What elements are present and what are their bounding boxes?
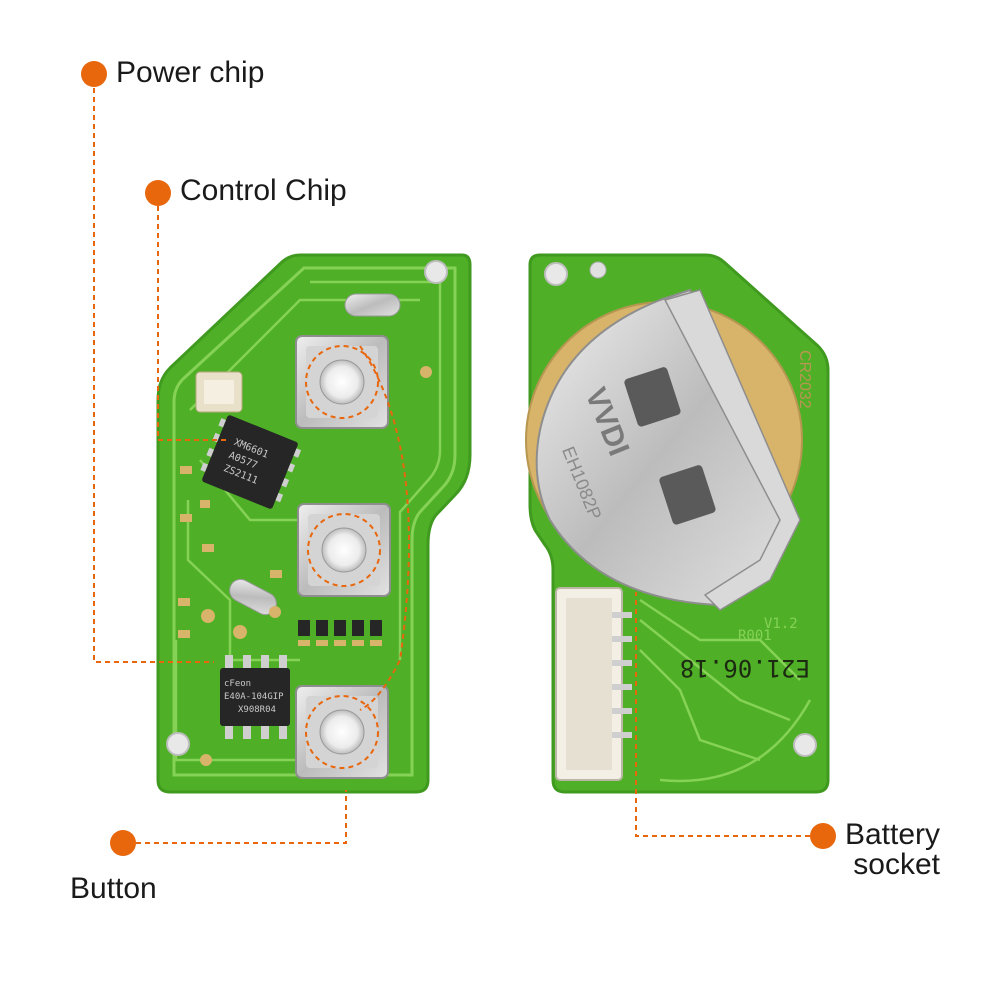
connector-socket bbox=[555, 587, 632, 781]
pcb-date-code: E21.06.18 bbox=[680, 654, 810, 682]
mounting-hole bbox=[424, 260, 448, 284]
battery-socket: VVDI EH1082P CR2032 bbox=[525, 288, 813, 611]
button-marker bbox=[110, 830, 136, 856]
control-chip-marker bbox=[145, 180, 171, 206]
battery-socket-label-line2: socket bbox=[853, 848, 940, 881]
power-chip-label: Power chip bbox=[116, 56, 265, 89]
power-chip-marking: E40A-104GIP bbox=[224, 692, 284, 702]
mounting-hole bbox=[544, 262, 568, 286]
resistor-array bbox=[298, 620, 382, 646]
power-chip-callout bbox=[93, 88, 214, 663]
control-chip-label: Control Chip bbox=[180, 174, 347, 207]
power-chip: cFeon E40A-104GIP X908R04 bbox=[220, 655, 290, 739]
mounting-hole bbox=[793, 733, 817, 757]
battery-socket-label: Battery socket bbox=[826, 820, 940, 880]
power-chip-marking: X908R04 bbox=[238, 705, 276, 715]
control-chip-callout bbox=[157, 206, 228, 441]
right-pcb-board: VVDI EH1082P CR2032 E21.06.18 R001 V1.2 bbox=[525, 253, 830, 794]
callout-lines bbox=[93, 88, 810, 844]
button-3 bbox=[295, 685, 389, 779]
battery-callout bbox=[635, 592, 810, 837]
button-1 bbox=[295, 335, 389, 429]
button-2 bbox=[297, 503, 391, 597]
control-chip: XM6601 A0577 ZS2111 bbox=[200, 415, 302, 509]
button-callout bbox=[136, 790, 347, 844]
button-label: Button bbox=[70, 872, 157, 905]
power-chip-marking: cFeon bbox=[224, 679, 251, 689]
pcb-revision: R001 bbox=[738, 628, 772, 644]
left-pcb-board: XM6601 A0577 ZS2111 cFeon E40A-104GIP bbox=[156, 253, 472, 794]
battery-socket-marker bbox=[810, 823, 836, 849]
mounting-hole bbox=[166, 732, 190, 756]
battery-holder-text: CR2032 bbox=[796, 350, 813, 409]
battery-socket-label-line1: Battery bbox=[844, 818, 940, 851]
power-chip-marker bbox=[81, 61, 107, 87]
crystal-component bbox=[344, 293, 401, 317]
button-highlights bbox=[305, 345, 410, 769]
pcb-version: V1.2 bbox=[764, 616, 798, 632]
